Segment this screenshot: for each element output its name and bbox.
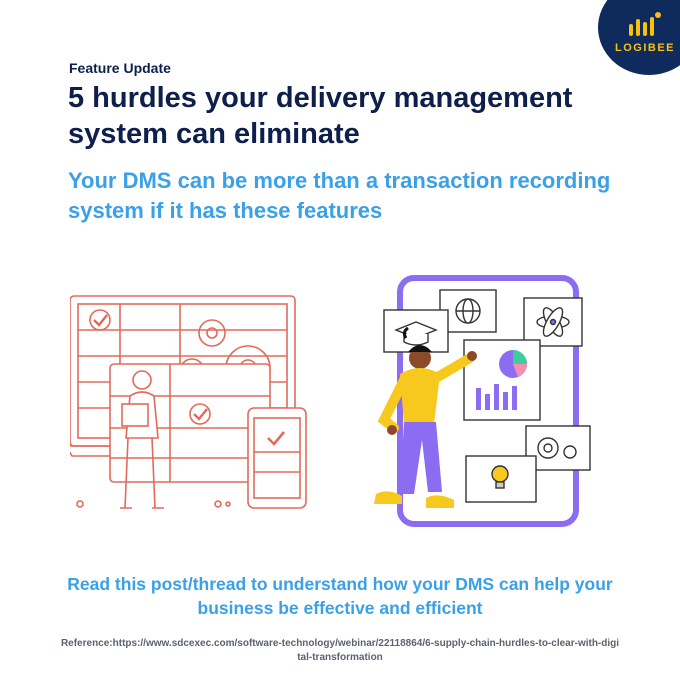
page-title: 5 hurdles your delivery management syste…	[68, 82, 573, 150]
graduation-cap-icon	[383, 309, 449, 353]
logo-bars-icon	[629, 12, 661, 36]
eyebrow-label: Feature Update	[69, 60, 171, 76]
left-illustration	[70, 295, 307, 509]
lightbulb-icon	[465, 455, 537, 503]
bar-chart-icon	[476, 384, 517, 410]
right-illustration	[374, 275, 591, 527]
reference-text: Reference:https://www.sdcexec.com/softwa…	[60, 638, 620, 663]
pie-chart-icon	[499, 350, 527, 378]
person-pointing-icon	[374, 326, 477, 508]
globe-icon	[439, 289, 497, 333]
tablet-checklist-icon	[247, 407, 307, 509]
atom-icon	[523, 297, 583, 347]
logo-name: LOGIBEE	[614, 42, 675, 54]
page-subtitle: Your DMS can be more than a transaction …	[68, 168, 611, 223]
person-with-clipboard-icon	[120, 370, 164, 509]
call-to-action-text: Read this post/thread to understand how …	[67, 574, 613, 618]
